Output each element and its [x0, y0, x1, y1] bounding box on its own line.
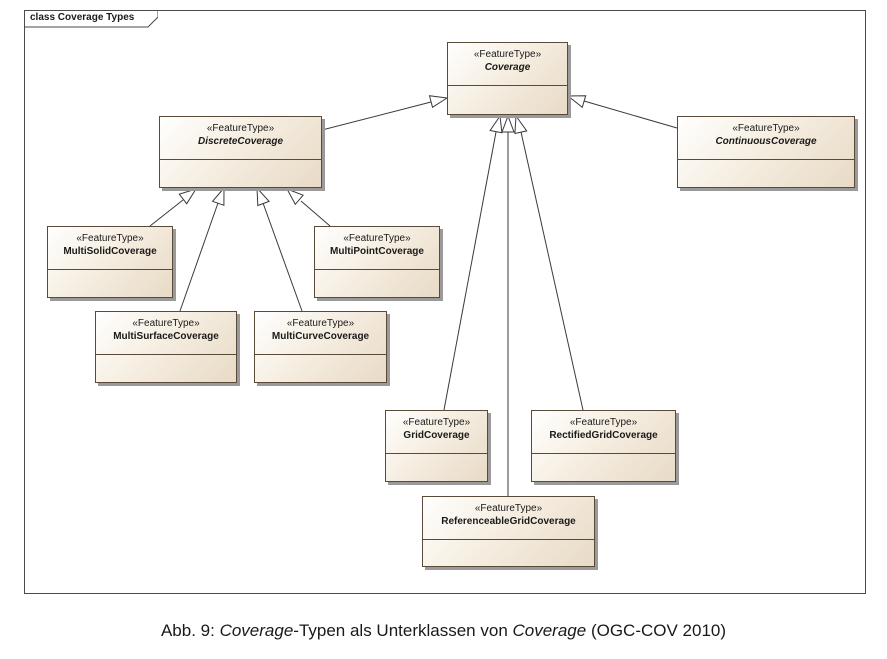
stereotype-label: «FeatureType» — [402, 417, 471, 428]
class-continuous-coverage[interactable]: «FeatureType» ContinuousCoverage — [677, 116, 855, 188]
class-name: MultiPointCoverage — [330, 246, 424, 257]
figure-caption: Abb. 9: Coverage-Typen als Unterklassen … — [0, 621, 887, 641]
stereotype-label: «FeatureType» — [206, 123, 275, 134]
class-name: MultiCurveCoverage — [271, 331, 370, 342]
caption-term-1: Coverage — [219, 621, 294, 640]
gen-multisolid-to-discrete — [149, 188, 198, 227]
class-name: MultiSolidCoverage — [63, 246, 157, 257]
frame-title-tab — [24, 10, 158, 28]
gen-multipoint-to-discrete — [285, 188, 331, 227]
stereotype-label: «FeatureType» — [473, 49, 542, 60]
class-coverage[interactable]: «FeatureType» Coverage — [447, 42, 568, 115]
gen-multicurve-to-discrete — [256, 186, 303, 312]
caption-middle: -Typen als Unterklassen von — [293, 621, 513, 640]
stereotype-label: «FeatureType» — [474, 503, 543, 514]
class-multipoint-coverage[interactable]: «FeatureType» MultiPointCoverage — [314, 226, 440, 298]
class-discrete-coverage[interactable]: «FeatureType» DiscreteCoverage — [159, 116, 322, 188]
gen-grid-to-coverage — [443, 114, 503, 411]
class-name: DiscreteCoverage — [197, 136, 284, 147]
class-grid-coverage[interactable]: «FeatureType» GridCoverage — [385, 410, 488, 482]
stereotype-label: «FeatureType» — [569, 417, 638, 428]
class-name: Coverage — [484, 62, 531, 73]
class-name: GridCoverage — [403, 430, 470, 441]
caption-prefix: Abb. 9: — [160, 621, 220, 640]
class-name: ContinuousCoverage — [715, 136, 817, 147]
stereotype-label: «FeatureType» — [343, 233, 411, 244]
caption-term-2: Coverage — [512, 621, 587, 640]
class-multisurface-coverage[interactable]: «FeatureType» MultiSurfaceCoverage — [95, 311, 237, 383]
gen-rectified-to-coverage — [514, 114, 584, 411]
class-multisolid-coverage[interactable]: «FeatureType» MultiSolidCoverage — [47, 226, 173, 298]
class-name: RectifiedGridCoverage — [549, 430, 658, 441]
stereotype-label: «FeatureType» — [286, 318, 355, 329]
class-rectified-grid-coverage[interactable]: «FeatureType» RectifiedGridCoverage — [531, 410, 676, 482]
gen-multisurface-to-discrete — [179, 186, 225, 312]
stereotype-label: «FeatureType» — [132, 318, 200, 329]
gen-continuous-to-coverage — [566, 95, 678, 129]
class-multicurve-coverage[interactable]: «FeatureType» MultiCurveCoverage — [254, 311, 387, 383]
frame-title: class Coverage Types — [30, 12, 135, 23]
stereotype-label: «FeatureType» — [76, 233, 144, 244]
caption-suffix: (OGC-COV 2010) — [586, 621, 727, 640]
class-name: ReferenceableGridCoverage — [441, 516, 576, 527]
diagram-frame — [24, 10, 866, 594]
class-name: MultiSurfaceCoverage — [113, 331, 219, 342]
gen-referenceable-to-coverage — [501, 114, 515, 496]
gen-discrete-to-coverage — [321, 95, 449, 131]
stereotype-label: «FeatureType» — [732, 123, 800, 134]
class-referenceable-grid-coverage[interactable]: «FeatureType» ReferenceableGridCoverage — [422, 496, 595, 567]
